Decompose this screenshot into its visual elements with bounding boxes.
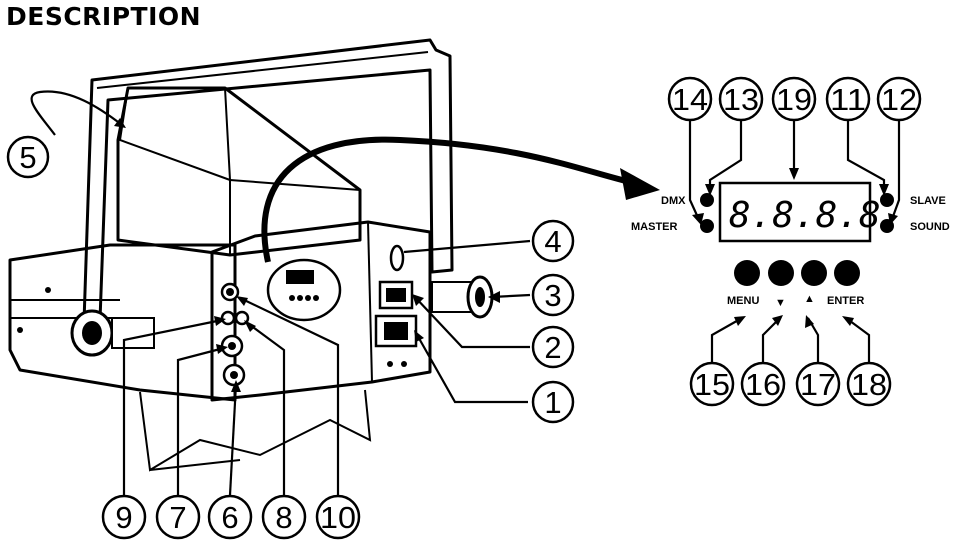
rear-panel [210, 220, 432, 402]
callout-3: 3 [544, 278, 561, 313]
mounting-bracket [82, 38, 454, 324]
callout-5: 5 [19, 140, 36, 175]
callout-16: 16 [745, 367, 781, 402]
callout-14: 14 [672, 82, 708, 117]
jack-connector [220, 310, 236, 326]
callout-1: 1 [544, 385, 561, 420]
zoom-arrow-head [620, 168, 660, 200]
dmx-led [700, 193, 714, 207]
callout-2: 2 [544, 330, 561, 365]
menu-label: MENU [727, 295, 759, 307]
callout-8: 8 [275, 500, 292, 535]
slave-label: SLAVE [910, 195, 946, 207]
display-digits: 8.8.8.8. [729, 195, 902, 236]
up-button [801, 260, 827, 286]
page-title: DESCRIPTION [6, 2, 202, 31]
callout-19: 19 [776, 82, 812, 117]
callout-11: 11 [830, 82, 866, 117]
light-fixture [8, 38, 494, 472]
callout-13: 13 [723, 82, 759, 117]
enter-label: ENTER [827, 295, 864, 307]
led-display [718, 181, 872, 243]
master-label: MASTER [631, 221, 678, 233]
slave-led [880, 193, 894, 207]
callout-circles [6, 76, 922, 540]
menu-button [734, 260, 760, 286]
callout-6: 6 [221, 500, 238, 535]
enter-button [834, 260, 860, 286]
callout-12: 12 [881, 82, 917, 117]
master-led [700, 219, 714, 233]
callout-15: 15 [694, 367, 730, 402]
down-arrow-label: ▼ [775, 297, 786, 309]
lamp-body-left [8, 243, 237, 402]
callout-10: 10 [320, 500, 356, 535]
zoom-arrow [261, 136, 631, 263]
lamp-head-upper [116, 86, 362, 257]
up-arrow-label: ▲ [804, 293, 815, 305]
callout-18: 18 [851, 367, 887, 402]
rear-control-window [266, 258, 342, 322]
sound-label: SOUND [910, 221, 950, 233]
callout-17: 17 [800, 367, 836, 402]
control-panel [700, 181, 894, 286]
callout-9: 9 [115, 500, 132, 535]
power-in-socket [374, 314, 418, 348]
callout-7: 7 [169, 500, 186, 535]
fuse-holder [389, 244, 405, 272]
leader-lines [30, 90, 901, 497]
callout-4: 4 [544, 224, 561, 259]
dmx-label: DMX [661, 195, 686, 207]
down-button [768, 260, 794, 286]
